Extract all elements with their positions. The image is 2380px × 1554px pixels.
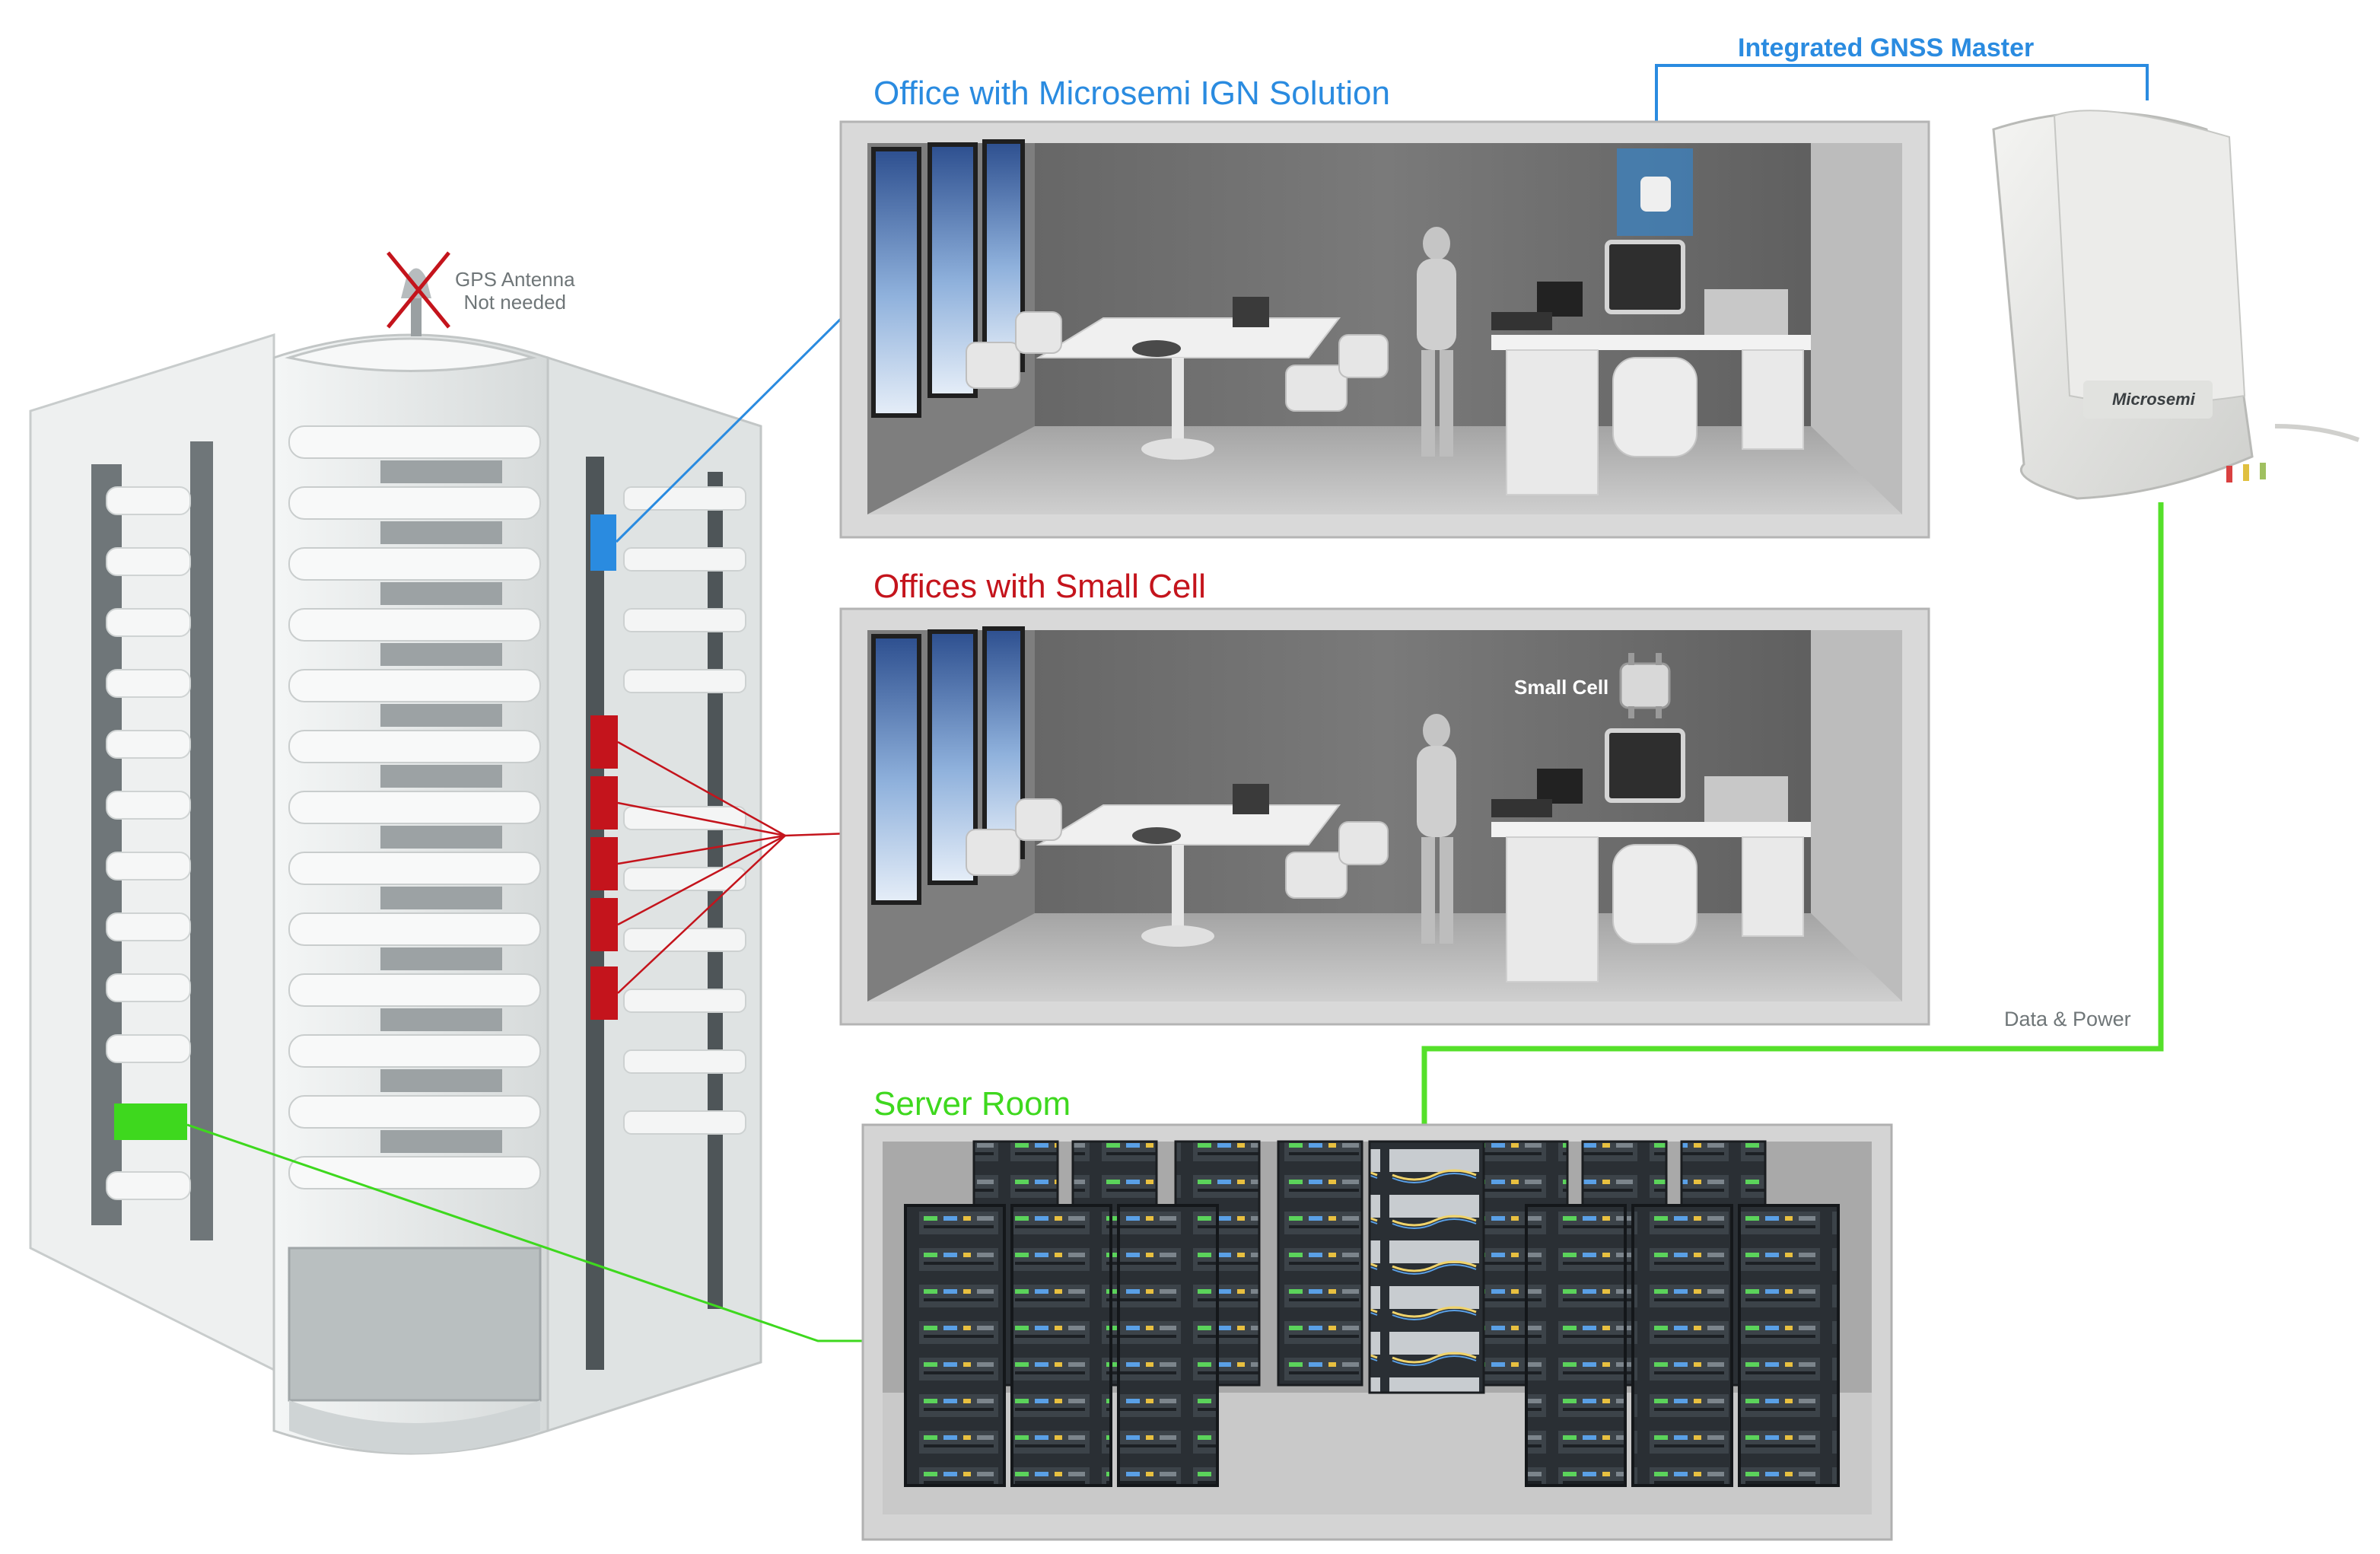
ign-office-room (839, 120, 1930, 539)
gps-antenna-crossed-icon (387, 251, 450, 336)
ign-office-floor-highlight (590, 514, 616, 571)
small-cell-label: Small Cell (1514, 676, 1609, 699)
small-cell-office-room (839, 607, 1930, 1026)
ign-office-title: Office with Microsemi IGN Solution (873, 75, 1390, 112)
microsemi-logo: Microsemi (2112, 390, 2195, 409)
gnss-master-device-icon (1992, 110, 2360, 500)
server-room (861, 1123, 1893, 1541)
office-building (29, 333, 762, 1455)
gps-antenna-note: GPS Antenna Not needed (455, 268, 575, 314)
small-cell-floor-highlights (590, 715, 618, 1020)
small-cell-offices-title: Offices with Small Cell (873, 568, 1206, 605)
gps-antenna-line2: Not needed (463, 291, 566, 314)
server-room-floor-highlight (114, 1103, 187, 1140)
server-room-title: Server Room (873, 1085, 1071, 1123)
data-power-label: Data & Power (2004, 1008, 2131, 1030)
data-power-cable (1421, 502, 2164, 1146)
small-cell-links (617, 740, 851, 994)
ign-office-link (615, 312, 848, 543)
server-room-link (186, 1123, 863, 1342)
gps-antenna-line1: GPS Antenna (455, 268, 575, 291)
small-cell-icon (1619, 653, 1671, 718)
gnss-master-label: Integrated GNSS Master (1738, 33, 2035, 62)
